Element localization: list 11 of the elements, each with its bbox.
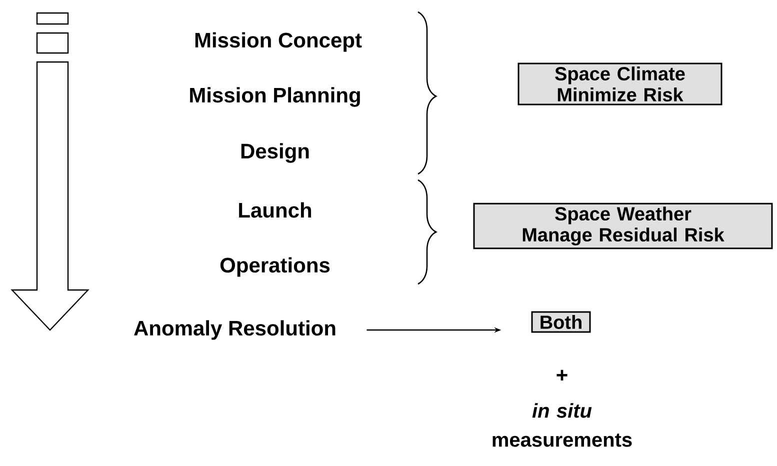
stage-text: Mission Concept xyxy=(195,32,362,52)
stage-text: Mission Planning xyxy=(190,87,360,107)
plus-sign: + xyxy=(556,370,568,380)
stage-text: Launch xyxy=(239,202,312,218)
note-text: in situ measurements xyxy=(492,403,632,447)
stage-text: Operations xyxy=(220,257,330,277)
label-box: Space Weather Manage Residual Risk xyxy=(473,202,773,250)
label-box: Both xyxy=(531,311,591,333)
stage-text: Design xyxy=(241,143,309,163)
stage-text: Anomaly Resolution xyxy=(134,320,336,340)
label-box: Space Climate Minimize Risk xyxy=(518,62,722,106)
